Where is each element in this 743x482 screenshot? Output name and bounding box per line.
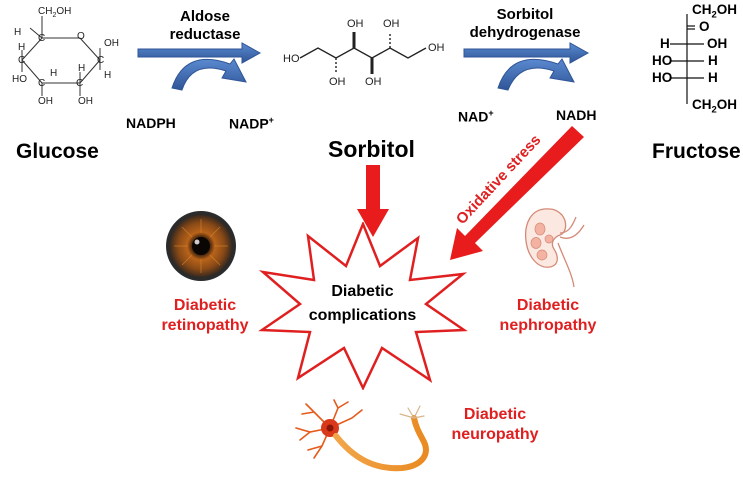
nad-text: NAD [458,108,489,125]
glucose-h5: H [14,27,22,38]
complications-starburst [258,222,468,390]
sorbitol-dehydrogenase-line2: dehydrogenase [469,24,581,41]
center-line2: complications [308,307,417,324]
sorbitol-dehydrogenase-label: Sorbitol dehydrogenase [455,6,595,42]
retinopathy-line2: retinopathy [161,317,249,334]
nadp-label: NADP+ [229,115,274,132]
aldose-reductase-line2: reductase [169,26,241,43]
glucose-oh2: OH [78,96,93,107]
sorbitol-oh-5: OH [383,18,400,30]
sorbitol-dehydrogenase-arrow [463,42,590,91]
nad-label: NAD+ [458,108,494,125]
retinopathy-label: Diabetic retinopathy [150,296,260,336]
eye-icon [166,211,236,281]
fructose-ho4: HO [652,53,673,68]
retinopathy-line1: Diabetic [173,297,237,314]
fructose-ch2oh-bottom: CH2OH [692,97,737,116]
fructose-h3: H [660,36,670,51]
fructose-h5: H [708,70,718,85]
fructose-label: Fructose [652,140,741,163]
neuropathy-line2: neuropathy [451,426,539,443]
glucose-c2: C [76,78,84,89]
aldose-reductase-arrow [137,42,262,91]
sorbitol-dehydrogenase-line1: Sorbitol [496,6,554,23]
nephropathy-line1: Diabetic [516,297,580,314]
kidney-icon [524,208,585,288]
fructose-oh3: OH [707,36,728,51]
glucose-h4: H [18,42,26,53]
glucose-label: Glucose [16,140,99,163]
fructose-ho5: HO [652,70,673,85]
glucose-ring-o: O [77,31,85,42]
glucose-c1: C [97,55,105,66]
aldose-reductase-line1: Aldose [179,8,230,25]
sorbitol-structure [299,32,427,74]
glucose-ch2oh: CH2OH [38,6,72,19]
glucose-c5: C [38,33,46,44]
sorbitol-ho-left: HO [283,53,300,65]
nadp-text: NADP [229,115,269,132]
aldose-reductase-label: Aldose reductase [150,8,260,44]
neuropathy-label: Diabetic neuropathy [440,405,550,445]
sorbitol-oh-right: OH [428,42,445,54]
glucose-h1: H [104,70,112,81]
glucose-c3: C [38,78,46,89]
sorbitol-oh-3: OH [347,18,364,30]
neuron-icon [295,399,429,472]
oxidative-stress-arrow [450,126,584,260]
center-label: Diabetic complications [300,280,425,328]
sorbitol-label: Sorbitol [328,136,415,162]
sorbitol-down-arrow [357,165,389,237]
nephropathy-line2: nephropathy [499,317,597,334]
nadph-label: NADPH [126,115,176,131]
sorbitol-oh-4: OH [365,76,382,88]
glucose-structure [21,16,101,96]
center-line1: Diabetic [331,283,394,300]
fructose-h4: H [708,53,718,68]
glucose-c4: C [18,55,26,66]
glucose-h3: H [50,68,58,79]
glucose-oh1: OH [104,38,119,49]
fructose-ch2oh-top: CH2OH [692,2,737,21]
sorbitol-oh-2: OH [329,76,346,88]
fructose-structure [670,14,704,104]
fructose-carbonyl-o: O [699,19,710,34]
neuropathy-line1: Diabetic [463,406,527,423]
nephropathy-label: Diabetic nephropathy [488,296,608,336]
nad-superscript: + [488,108,494,118]
glucose-oh3: OH [38,96,53,107]
glucose-oh4: HO [12,74,27,85]
nadh-label: NADH [556,107,597,123]
glucose-h2: H [78,63,86,74]
nadp-superscript: + [268,115,274,125]
